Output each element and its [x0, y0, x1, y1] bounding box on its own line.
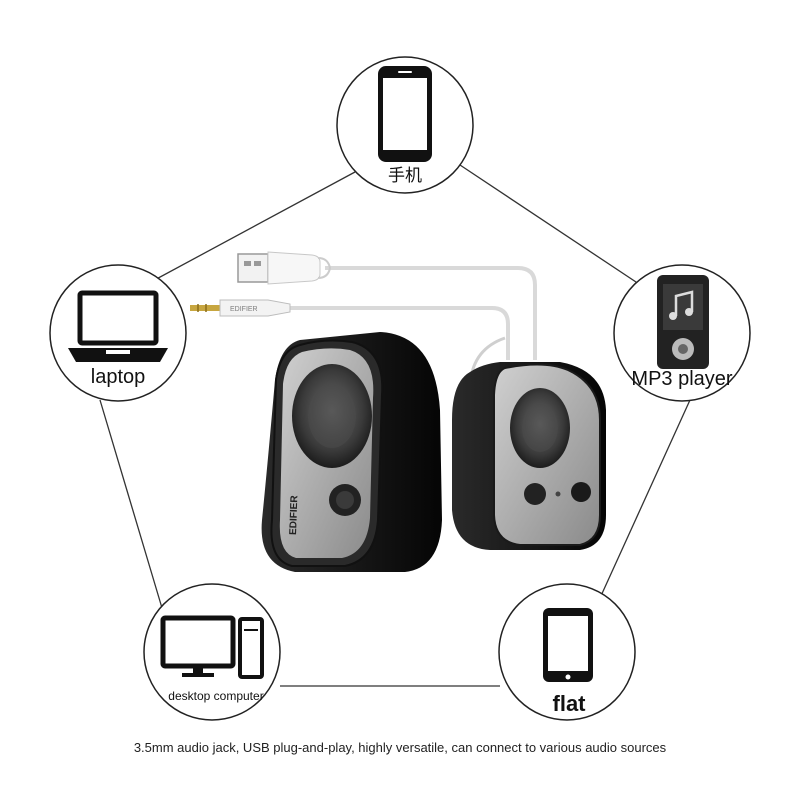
left-speaker: EDIFIER	[261, 332, 442, 572]
laptop-icon	[68, 290, 168, 362]
laptop-label: laptop	[90, 366, 146, 388]
desktop-computer-icon	[160, 615, 264, 679]
line-phone-mp3	[459, 164, 649, 291]
phone-label: 手机	[388, 166, 422, 186]
audio-cable	[290, 306, 510, 360]
desktop-label: desktop computer	[168, 689, 264, 703]
connection-lines	[99, 164, 691, 687]
line-laptop-desktop	[99, 399, 163, 609]
tablet-label: flat	[552, 691, 586, 716]
line-mp3-tablet	[599, 399, 691, 599]
tablet-icon	[543, 608, 593, 682]
right-speaker	[452, 362, 606, 550]
mp3-label: MP3 player	[631, 368, 733, 390]
usb-cable	[325, 266, 537, 360]
jack-brand-text: EDIFIER	[230, 306, 258, 313]
caption-text: 3.5mm audio jack, USB plug-and-play, hig…	[133, 740, 667, 755]
usb-plug	[237, 251, 332, 285]
smartphone-icon	[378, 66, 432, 162]
laptop-circle	[49, 264, 187, 402]
speaker-brand-text: EDIFIER	[288, 495, 300, 536]
mp3-player-icon	[657, 275, 709, 369]
audio-jack-plug: EDIFIER	[190, 299, 291, 317]
line-phone-laptop	[135, 171, 356, 291]
right-bass-port	[524, 483, 546, 505]
volume-knob-icon	[571, 482, 591, 502]
